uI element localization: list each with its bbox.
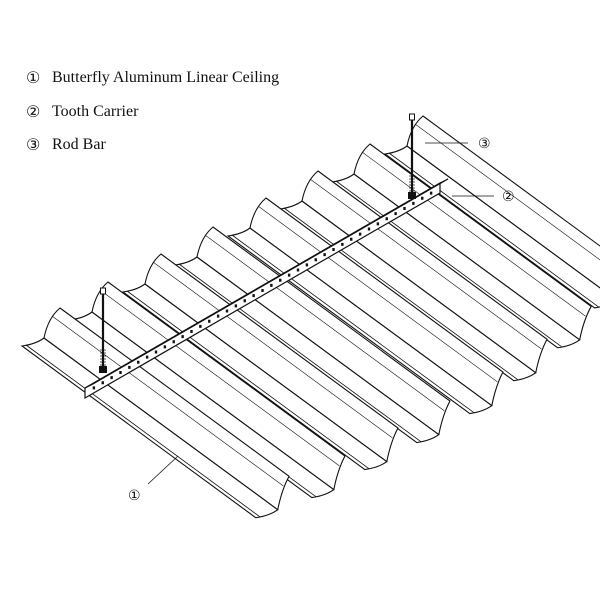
- carrier-hole: [358, 232, 362, 236]
- carrier-hole: [225, 309, 229, 313]
- carrier-hole: [110, 376, 113, 380]
- panel-wing-upper: [144, 253, 399, 463]
- panel-wing-upper: [301, 170, 548, 374]
- rod-cap: [409, 113, 415, 121]
- carrier-hole: [296, 268, 300, 272]
- carrier-hole: [394, 212, 397, 216]
- carrier-hole: [181, 335, 184, 339]
- panel-wing-upper: [406, 115, 600, 289]
- carrier-hole: [208, 319, 211, 323]
- carrier-hole: [341, 242, 344, 246]
- carrier-hole: [385, 217, 388, 221]
- carrier-hole: [252, 294, 255, 298]
- callout-ceiling: ①: [128, 488, 141, 504]
- tooth-carrier: [84, 178, 449, 400]
- panel-edge-line: [51, 315, 284, 487]
- legend-label-carrier: Tooth Carrier: [52, 103, 139, 120]
- ceiling-panels: [20, 115, 600, 519]
- carrier-hole: [137, 360, 140, 364]
- carrier-hole: [216, 314, 220, 318]
- callout-rod: ③: [478, 136, 491, 152]
- carrier-hole: [429, 191, 433, 195]
- carrier-hole: [119, 371, 122, 374]
- carrier-hole: [367, 227, 371, 231]
- rod-bar: [99, 287, 107, 373]
- callout-leaders: [147, 142, 494, 485]
- rod-cap: [100, 287, 106, 295]
- panel-spine-line: [231, 234, 475, 413]
- carrier-hole: [163, 345, 167, 349]
- panel-wing-upper: [249, 197, 504, 407]
- carrier-hole: [101, 381, 104, 385]
- carrier-hole: [199, 324, 202, 328]
- panel-spine-line: [25, 344, 260, 518]
- carrier-hole: [190, 330, 193, 333]
- panel-spine-line: [126, 290, 370, 469]
- panel-spine-line: [178, 263, 422, 442]
- legend-item-carrier: ② Tooth Carrier: [26, 102, 138, 122]
- callout-carrier: ②: [502, 189, 515, 205]
- carrier-hole: [376, 222, 380, 226]
- legend-label-rod: Rod Bar: [52, 136, 106, 153]
- carrier-hole: [314, 258, 317, 262]
- panel-wing-upper: [196, 226, 451, 436]
- rod-bar: [408, 113, 416, 199]
- carrier-hole: [323, 253, 326, 257]
- panel-edge-line: [204, 234, 445, 412]
- rod-nut: [99, 366, 107, 373]
- panel-edge-line: [99, 289, 340, 467]
- legend-marker-2: ②: [26, 104, 41, 121]
- carrier-hole: [421, 196, 424, 200]
- carrier-hole: [350, 237, 353, 241]
- rod-bars: [99, 113, 416, 373]
- rod-nut: [408, 192, 416, 199]
- legend-item-ceiling: ① Butterfly Aluminum Linear Ceiling: [26, 68, 279, 88]
- legend-marker-1: ①: [26, 70, 41, 87]
- panel-spine-line: [283, 207, 518, 381]
- panel-edge-line: [152, 261, 393, 439]
- panel-edge-line: [257, 205, 498, 383]
- ceiling-panel: [20, 307, 290, 519]
- panel-wing-upper: [43, 307, 290, 511]
- carrier-hole: [332, 248, 335, 251]
- carrier-hole: [261, 289, 264, 292]
- carrier-hole: [279, 278, 282, 282]
- carrier-hole: [270, 283, 273, 287]
- panel-wing-upper: [91, 281, 346, 491]
- legend-marker-3: ③: [26, 137, 41, 154]
- legend-item-rod: ③ Rod Bar: [26, 135, 106, 155]
- carrier-hole: [92, 386, 96, 390]
- carrier-hole: [234, 304, 238, 308]
- carrier-hole: [172, 340, 175, 344]
- legend-label-ceiling: Butterfly Aluminum Linear Ceiling: [52, 69, 280, 86]
- panel-edge-line: [414, 123, 600, 261]
- panel-edge-line: [309, 178, 542, 350]
- leader-line-ceiling: [147, 455, 179, 485]
- carrier-hole: [403, 207, 406, 210]
- carrier-hole: [128, 365, 131, 369]
- carrier-hole: [305, 263, 309, 267]
- panel-edge-line: [361, 151, 586, 317]
- carrier-hole: [145, 355, 149, 359]
- carrier-hole: [154, 350, 158, 354]
- carrier-hole: [287, 273, 291, 277]
- carrier-hole: [243, 299, 246, 303]
- carrier-top-face: [84, 178, 449, 389]
- panel-spine-line: [335, 180, 562, 348]
- carrier-hole: [412, 201, 415, 205]
- panel-spine-line: [388, 152, 599, 308]
